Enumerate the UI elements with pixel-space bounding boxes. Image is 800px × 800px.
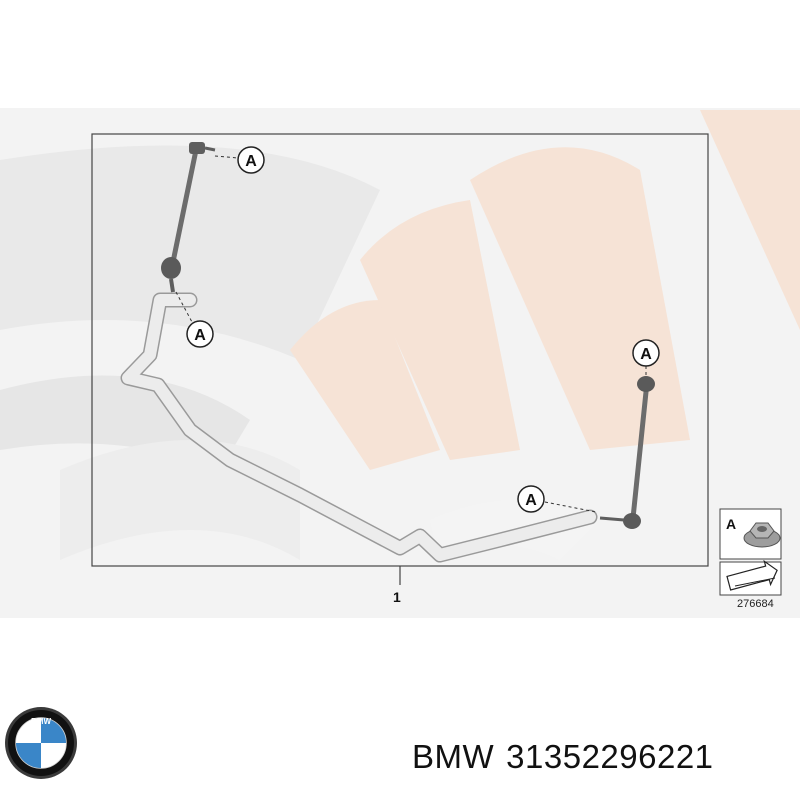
- direction-arrow-icon: [726, 559, 778, 591]
- left-link-rod: [161, 142, 216, 293]
- diagram-id-label: 276684: [737, 598, 774, 610]
- legend-letter: A: [726, 516, 736, 532]
- callout-letter: A: [194, 327, 206, 344]
- callout-letter: A: [245, 153, 257, 170]
- part-code: 31352296221: [506, 738, 714, 775]
- stabilizer-bar: [120, 292, 598, 563]
- footer-title: BMW 31352296221: [412, 738, 714, 776]
- callout-a-top-left: A: [237, 146, 265, 174]
- callout-letter: A: [525, 492, 537, 509]
- callout-a-right-bottom: A: [517, 485, 545, 513]
- callout-a-right-top: A: [632, 339, 660, 367]
- bmw-logo-letters: BMW: [31, 717, 51, 726]
- bmw-logo: BMW: [5, 707, 77, 779]
- callout-leaders: [175, 155, 647, 513]
- legend-arrow-box: [719, 559, 782, 596]
- right-link-rod: [599, 376, 655, 529]
- legend-nut-box: A: [719, 508, 782, 560]
- callout-a-mid-left: A: [186, 320, 214, 348]
- brand-name: BMW: [412, 738, 495, 775]
- part-number-label: 1: [393, 589, 401, 605]
- flange-nut-icon: [743, 522, 781, 548]
- callout-letter: A: [640, 346, 652, 363]
